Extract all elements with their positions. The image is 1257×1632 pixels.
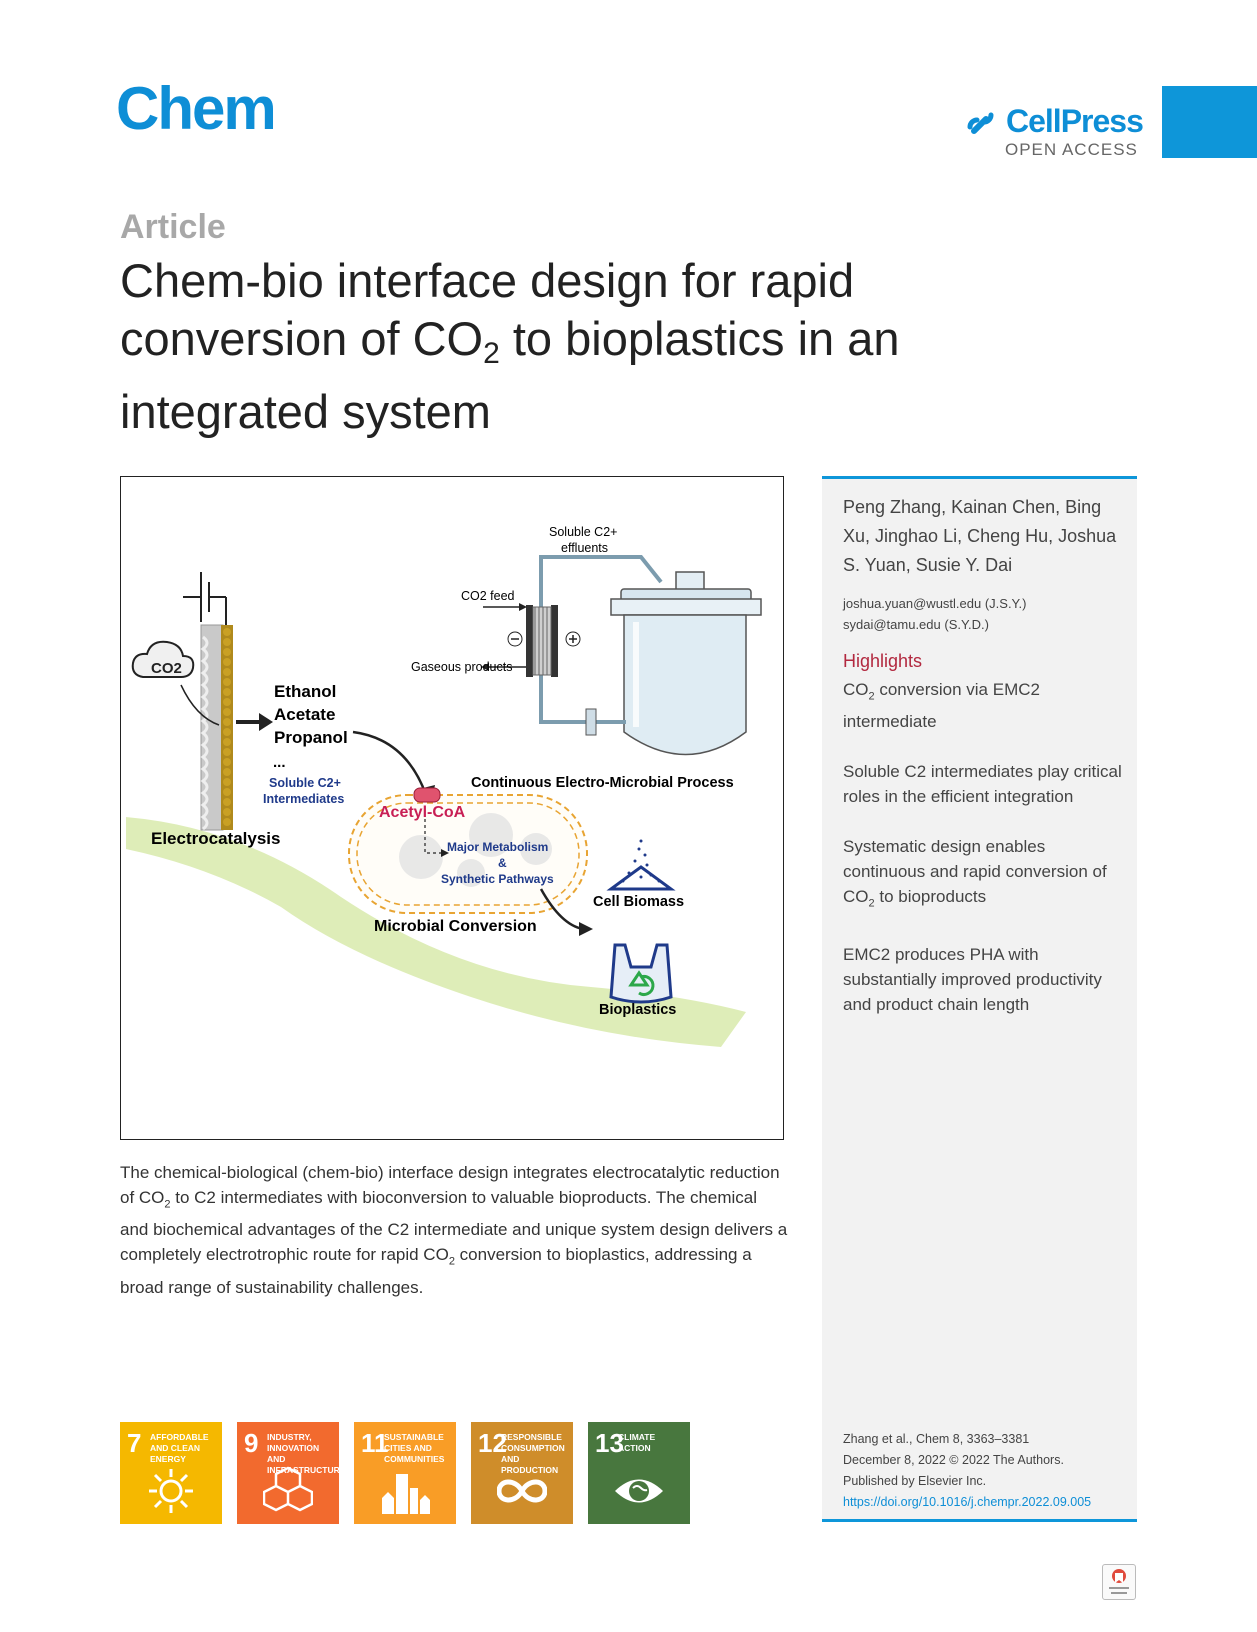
article-title: Chem-bio interface design for rapid conv… bbox=[120, 254, 900, 438]
publisher-name: CellPress bbox=[1006, 103, 1144, 139]
co2-feed-label: CO2 feed bbox=[461, 589, 515, 603]
figure-caption: The chemical-biological (chem-bio) inter… bbox=[120, 1163, 788, 1297]
effluents-label-2: effluents bbox=[561, 541, 608, 555]
gaseous-label: Gaseous products bbox=[411, 660, 512, 674]
bioplastics-bag-icon bbox=[609, 943, 673, 1004]
major-metabolism-label-3: Synthetic Pathways bbox=[441, 872, 554, 886]
green-swoosh bbox=[126, 817, 746, 1047]
sun-power-icon bbox=[149, 1469, 193, 1513]
bioplastics-label: Bioplastics bbox=[599, 1002, 676, 1018]
sdg-7-badge: 7Affordable and clean energy bbox=[120, 1422, 222, 1524]
major-metabolism-label-1: Major Metabolism bbox=[447, 840, 548, 854]
sdg-13-badge: 13Climate action bbox=[588, 1422, 690, 1524]
doi-link[interactable]: https://doi.org/10.1016/j.chempr.2022.09… bbox=[843, 1495, 1092, 1509]
electrocatalysis-label: Electrocatalysis bbox=[151, 829, 280, 848]
bioreactor-icon bbox=[610, 571, 762, 756]
article-sidebar: Peng Zhang, Kainan Chen, Bing Xu, Jingha… bbox=[822, 476, 1137, 1522]
cellpress-link-icon bbox=[967, 112, 994, 134]
power-source-icon bbox=[183, 572, 227, 627]
arrow-to-acetyl-coa bbox=[352, 730, 428, 796]
email-dai[interactable]: sydai@tamu.edu (S.Y.D.) bbox=[843, 617, 989, 632]
citation-line: Zhang et al., Chem 8, 3363–3381 bbox=[843, 1432, 1030, 1446]
soluble-c2-label-1: Soluble C2+ bbox=[269, 776, 341, 790]
check-for-updates-badge[interactable] bbox=[1102, 1564, 1136, 1600]
citation-block: Zhang et al., Chem 8, 3363–3381 December… bbox=[843, 1429, 1091, 1513]
cell-biomass-icon bbox=[606, 839, 676, 891]
effluents-label-1: Soluble C2+ bbox=[549, 525, 617, 539]
graphical-abstract: CO2 Ethanol Acetate Propanol ... Soluble… bbox=[120, 476, 784, 1140]
microbial-conversion-label: Microbial Conversion bbox=[374, 918, 537, 935]
acetyl-coa-label: Acetyl-CoA bbox=[379, 804, 466, 821]
propanol-label: Propanol bbox=[274, 728, 348, 747]
contact-emails: joshua.yuan@wustl.edu (J.S.Y.) sydai@tam… bbox=[843, 593, 1027, 635]
soluble-c2-label-2: Intermediates bbox=[263, 792, 344, 806]
email-yuan[interactable]: joshua.yuan@wustl.edu (J.S.Y.) bbox=[843, 596, 1027, 611]
ellipsis-label: ... bbox=[273, 754, 286, 771]
highlight-item: Systematic design enables continuous and… bbox=[843, 837, 1107, 910]
article-type: Article bbox=[120, 208, 226, 246]
citation-line: Published by Elsevier Inc. bbox=[843, 1474, 987, 1488]
header-color-tab bbox=[1162, 86, 1257, 158]
open-access-label: OPEN ACCESS bbox=[1005, 140, 1138, 159]
electrochemical-cell-icon bbox=[481, 603, 581, 677]
cell-biomass-label: Cell Biomass bbox=[593, 894, 684, 910]
bookmark-icon bbox=[1109, 1569, 1129, 1594]
journal-name: Chem bbox=[116, 75, 277, 142]
electrode-icon bbox=[200, 624, 233, 831]
infinity-loop-icon bbox=[497, 1479, 547, 1503]
ethanol-label: Ethanol bbox=[274, 682, 336, 701]
cubes-icon bbox=[263, 1466, 313, 1512]
citation-line: December 8, 2022 © 2022 The Authors. bbox=[843, 1453, 1064, 1467]
highlights-list: CO2 conversion via EMC2 intermediate Sol… bbox=[843, 677, 1128, 1042]
city-icon bbox=[382, 1474, 430, 1514]
earth-eye-icon bbox=[615, 1479, 663, 1503]
highlight-item: CO2 conversion via EMC2 intermediate bbox=[843, 680, 1040, 732]
microbial-cell-icon bbox=[348, 787, 588, 914]
major-metabolism-label-2: & bbox=[498, 856, 507, 870]
effluent-pipe bbox=[539, 555, 663, 609]
sdg-11-badge: 11Sustainable cities and communities bbox=[354, 1422, 456, 1524]
highlights-heading: Highlights bbox=[843, 651, 923, 671]
co2-label: CO2 bbox=[151, 660, 182, 677]
sdg-12-badge: 12Responsible consumption and production bbox=[471, 1422, 573, 1524]
continuous-process-label: Continuous Electro-Microbial Process bbox=[471, 775, 734, 791]
sdg-9-badge: 9Industry, innovation and infrastructure bbox=[237, 1422, 345, 1524]
return-pipe bbox=[539, 672, 626, 724]
co2-cloud-icon: CO2 bbox=[131, 640, 220, 726]
highlight-item: Soluble C2 intermediates play critical r… bbox=[843, 762, 1122, 807]
author-list: Peng Zhang, Kainan Chen, Bing Xu, Jingha… bbox=[843, 497, 1117, 575]
highlight-item: EMC2 produces PHA with substantially imp… bbox=[843, 944, 1102, 1014]
acetate-label: Acetate bbox=[274, 705, 335, 724]
